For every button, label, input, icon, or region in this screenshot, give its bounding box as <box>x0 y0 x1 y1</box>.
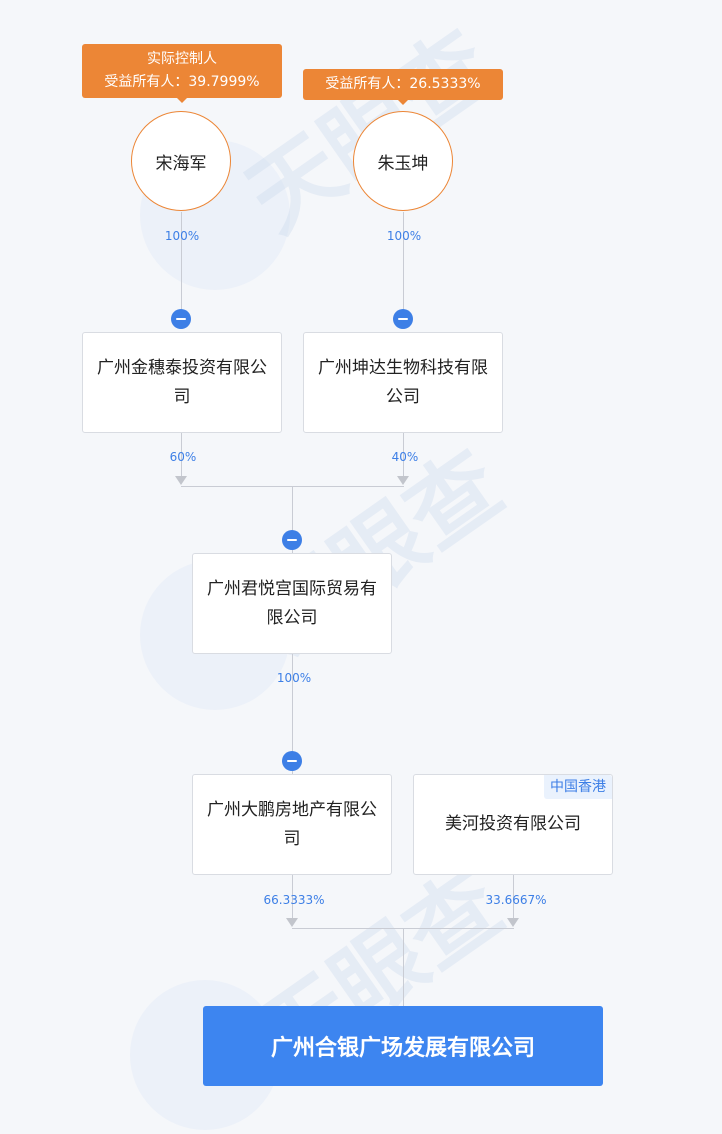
person-node[interactable]: 宋海军 <box>131 111 231 211</box>
share-pct: 100% <box>276 671 312 685</box>
connector-line <box>403 928 404 1006</box>
share-pct: 100% <box>386 229 422 243</box>
company-node[interactable]: 广州金穗泰投资有限公司 <box>82 332 282 433</box>
connector-line <box>181 212 182 322</box>
target-company-node[interactable]: 广州合银广场发展有限公司 <box>203 1006 603 1086</box>
collapse-button[interactable] <box>171 309 191 329</box>
arrow-icon <box>507 918 519 927</box>
company-name: 广州金穗泰投资有限公司 <box>97 357 267 407</box>
company-node[interactable]: 广州坤达生物科技有限公司 <box>303 332 503 433</box>
share-pct: 100% <box>164 229 200 243</box>
company-node[interactable]: 美河投资有限公司 中国香港 <box>413 774 613 875</box>
target-company-name: 广州合银广场发展有限公司 <box>270 1036 535 1061</box>
connector-line <box>292 486 293 554</box>
person-name: 朱玉坤 <box>377 153 429 174</box>
share-pct: 60% <box>169 450 197 464</box>
minus-icon <box>287 539 297 541</box>
beneficial-tooltip: 受益所有人：26.5333% <box>303 69 503 105</box>
company-name: 广州坤达生物科技有限公司 <box>318 357 488 407</box>
share-pct: 33.6667% <box>485 893 547 907</box>
minus-icon <box>176 318 186 320</box>
collapse-button[interactable] <box>282 751 302 771</box>
region-tag: 中国香港 <box>544 775 612 799</box>
company-name: 广州君悦宫国际贸易有限公司 <box>207 578 377 628</box>
connector-line <box>403 212 404 322</box>
arrow-icon <box>286 918 298 927</box>
company-name: 美河投资有限公司 <box>445 814 581 834</box>
share-pct: 40% <box>391 450 419 464</box>
connector-line <box>292 875 293 920</box>
arrow-icon <box>397 476 409 485</box>
connector-line <box>292 654 293 774</box>
company-node[interactable]: 广州君悦宫国际贸易有限公司 <box>192 553 392 654</box>
person-node[interactable]: 朱玉坤 <box>353 111 453 211</box>
company-node[interactable]: 广州大鹏房地产有限公司 <box>192 774 392 875</box>
share-pct: 66.3333% <box>263 893 325 907</box>
beneficial-owner-pct: 受益所有人：26.5333% <box>325 76 481 92</box>
beneficial-owner-pct: 受益所有人：39.7999% <box>104 74 260 90</box>
minus-icon <box>398 318 408 320</box>
collapse-button[interactable] <box>282 530 302 550</box>
connector-line <box>403 433 404 478</box>
collapse-button[interactable] <box>393 309 413 329</box>
arrow-icon <box>175 476 187 485</box>
person-name: 宋海军 <box>155 153 207 174</box>
minus-icon <box>287 760 297 762</box>
controller-tooltip: 实际控制人 受益所有人：39.7999% <box>82 44 282 103</box>
company-name: 广州大鹏房地产有限公司 <box>207 799 377 849</box>
connector-line <box>513 875 514 920</box>
controller-label: 实际控制人 <box>147 51 217 67</box>
connector-line <box>181 433 182 478</box>
